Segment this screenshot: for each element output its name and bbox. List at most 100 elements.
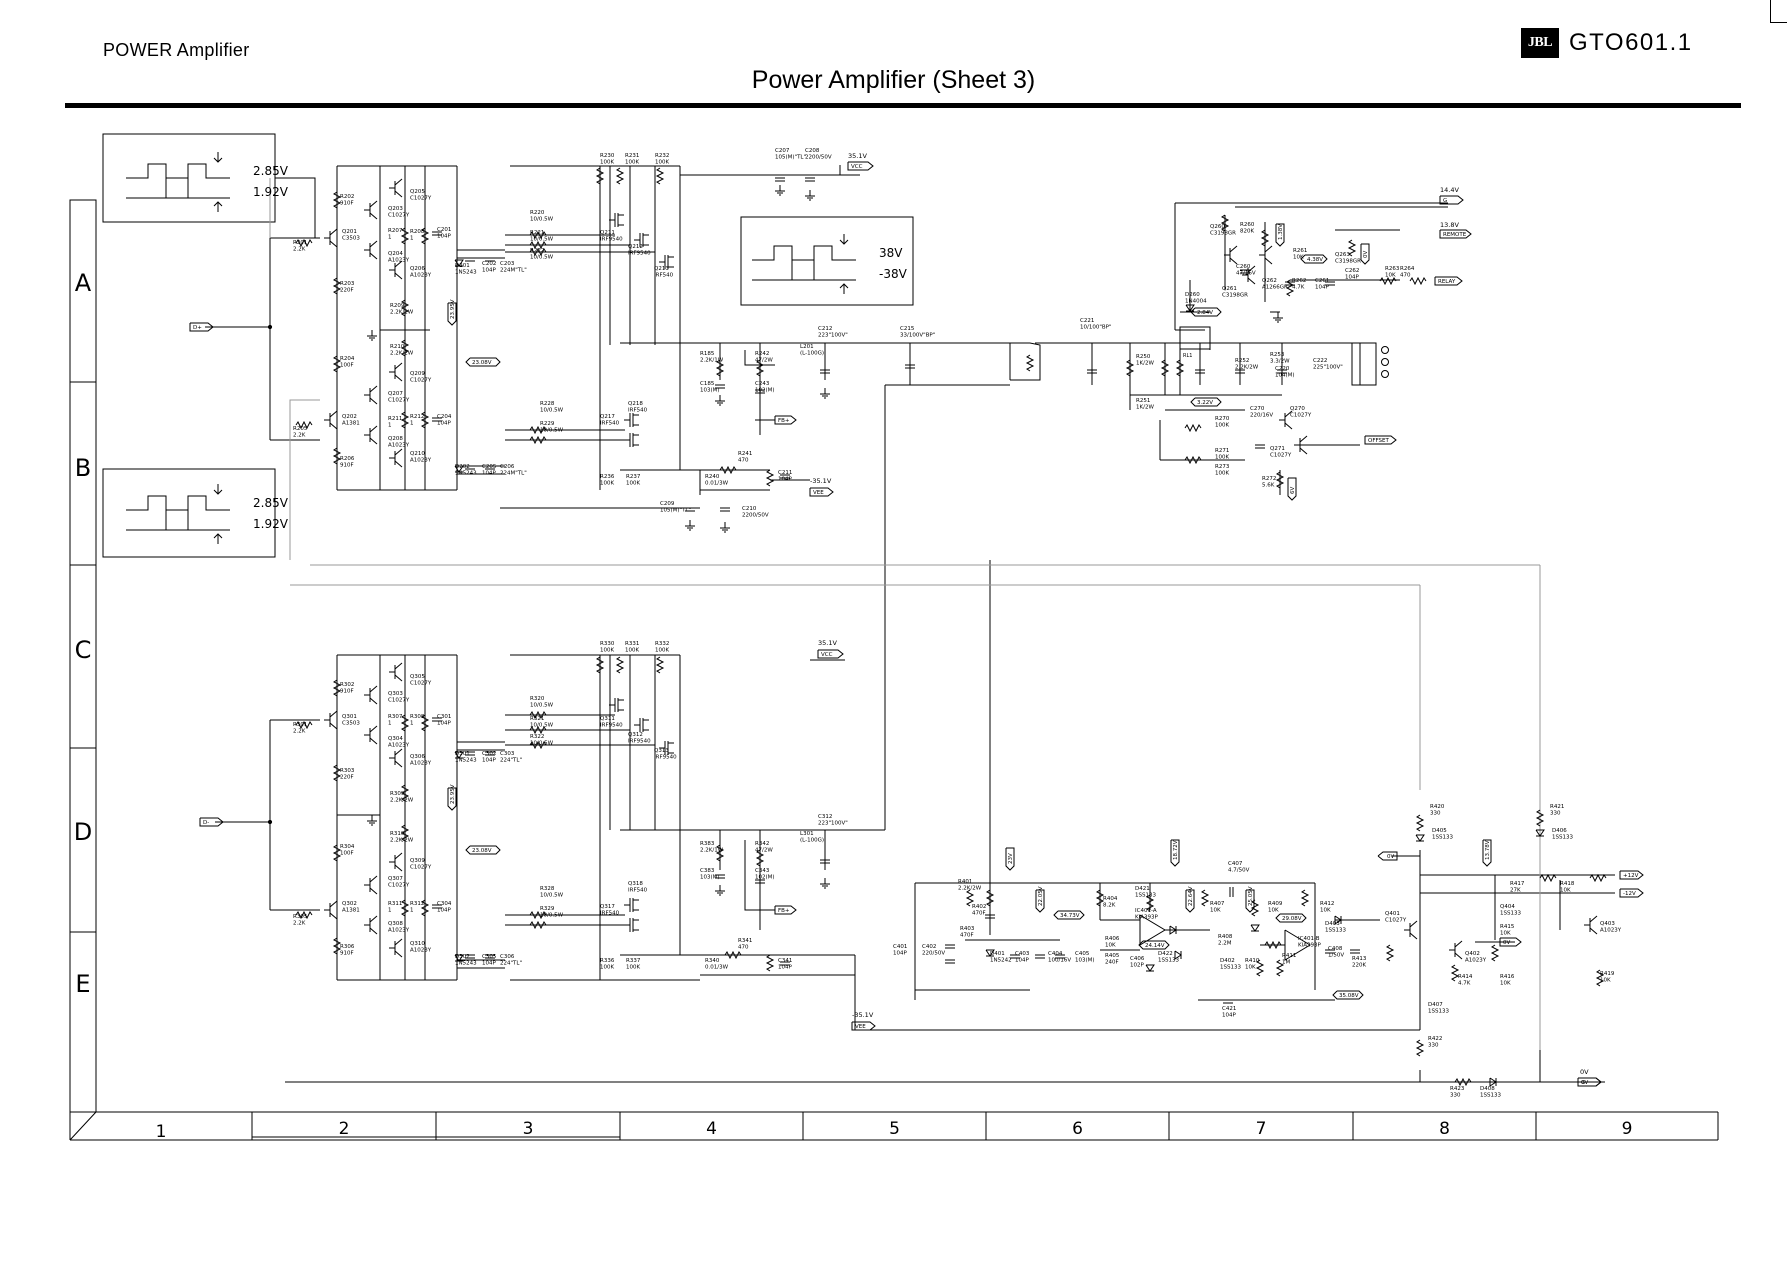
- rail-label: 35.1V: [848, 152, 867, 160]
- component-value: 103(M): [700, 388, 720, 394]
- component-ref: RL1: [1183, 353, 1192, 359]
- component-value: C3198GR: [1335, 259, 1361, 265]
- component-ref: Q401: [1385, 911, 1400, 917]
- component-value: 910F: [340, 689, 354, 695]
- port-0v-a: [1377, 851, 1398, 861]
- transistor-symbol: [394, 362, 403, 370]
- component-ref: Q301: [342, 714, 357, 720]
- component-value: 100K: [655, 648, 669, 654]
- resistor-symbol: [1285, 279, 1295, 297]
- resistor-symbol: [1450, 964, 1460, 982]
- component-ref: Q271: [1270, 446, 1285, 452]
- resistor-symbol: [1250, 899, 1260, 917]
- component-ref: C404: [1048, 951, 1063, 957]
- resistor-symbol: [295, 910, 313, 920]
- component-value: 4.7K: [1458, 981, 1471, 987]
- resistor-symbol: [985, 889, 995, 907]
- voltage-tag-text: 23V: [1008, 853, 1014, 864]
- component-value: A1023Y: [410, 458, 432, 464]
- wire: [744, 350, 775, 366]
- component-value: 1N5243: [455, 270, 477, 276]
- resistor-symbol: [400, 227, 410, 245]
- voltage-tag-text: 6V: [1290, 487, 1296, 494]
- column-label-7: 7: [1256, 1119, 1267, 1139]
- component-value: 100/16V: [1048, 958, 1071, 964]
- component-ref: IC401-A: [1135, 908, 1157, 914]
- diode-symbol: [454, 751, 464, 759]
- voltage-tag: [1053, 910, 1085, 920]
- component-value: 100K: [600, 965, 614, 971]
- component-value: 102(M): [755, 388, 775, 394]
- component-value: C1027Y: [1270, 453, 1292, 459]
- component-value: 102P: [1130, 963, 1144, 969]
- component-value: C1027Y: [388, 883, 410, 889]
- resistor-symbol: [420, 714, 430, 732]
- component-value: 10/0.5W: [530, 255, 554, 261]
- component-ref: R309: [390, 791, 405, 797]
- resistor-symbol: [295, 238, 313, 248]
- component-ref: R307: [388, 714, 403, 720]
- section-label: POWER Amplifier: [103, 40, 250, 60]
- transistor-symbol: [1299, 435, 1308, 443]
- brand-block: JBL GTO601.1: [1521, 28, 1693, 58]
- component-ref: R242: [755, 351, 769, 357]
- component-value: C1027Y: [1290, 413, 1312, 419]
- component-ref: R241: [738, 451, 752, 457]
- port-vee-2: [851, 1021, 876, 1031]
- square-wave: [126, 163, 230, 179]
- transistor-symbol: [1264, 257, 1273, 265]
- square-wave: [165, 510, 189, 531]
- component-ref: Q260: [1210, 224, 1225, 230]
- waveform-inset: [102, 468, 276, 558]
- component-ref: R311: [388, 901, 402, 907]
- component-ref: R228: [540, 401, 555, 407]
- supply-label: 14.4V: [1440, 186, 1459, 194]
- component-ref: R301: [293, 722, 307, 728]
- component-value: 105(M)"TL": [660, 508, 691, 514]
- component-ref: D408: [1480, 1086, 1495, 1092]
- transistor-symbol: [394, 448, 403, 456]
- component-ref: R411: [1282, 953, 1296, 959]
- resistor-symbol: [1415, 1039, 1425, 1057]
- component-value: 10/0.5W: [540, 913, 564, 919]
- component-ref: C341: [778, 958, 792, 964]
- diode-symbol: [1169, 925, 1177, 935]
- component-value: 100K: [1215, 455, 1229, 461]
- component-ref: R418: [1560, 881, 1575, 887]
- component-ref: C301: [437, 714, 451, 720]
- component-ref: R408: [1218, 934, 1233, 940]
- component-ref: R236: [600, 474, 615, 480]
- component-ref: R308: [410, 714, 425, 720]
- component-value: C1027Y: [410, 681, 432, 687]
- column-label-1: 1: [156, 1122, 167, 1142]
- component-ref: R413: [1352, 956, 1367, 962]
- waveform-inset: [740, 216, 914, 306]
- component-ref: R305: [293, 914, 308, 920]
- component-value: 1SS133: [1325, 928, 1346, 934]
- transistor-symbol: [1229, 245, 1238, 253]
- transistor-symbol: [369, 425, 378, 433]
- component-value: C3503: [342, 721, 360, 727]
- component-value: 27K: [1510, 888, 1521, 894]
- component-value: 104P: [778, 965, 792, 971]
- component-value: 104P: [1222, 1013, 1236, 1019]
- component-value: 100K: [626, 965, 640, 971]
- measure-arrow: [213, 157, 223, 163]
- measure-arrow: [213, 489, 223, 495]
- waveform-high-value: 2.85V: [253, 496, 289, 510]
- component-ref: R264: [1400, 266, 1415, 272]
- component-value: IRF9540: [600, 723, 623, 729]
- component-ref: Q403: [1600, 921, 1615, 927]
- component-ref: R328: [540, 886, 555, 892]
- resistor-symbol: [1145, 894, 1155, 912]
- component-ref: Q305: [410, 674, 425, 680]
- component-value: C3503: [342, 236, 360, 242]
- corner-mark: [1770, 22, 1787, 23]
- port-vcc-text: VCC: [851, 164, 863, 170]
- component-value: 104P: [482, 268, 496, 274]
- component-ref: R207: [388, 228, 403, 234]
- component-ref: R422: [1428, 1036, 1442, 1042]
- component-value: A1023Y: [410, 948, 432, 954]
- diode-symbol: [1145, 964, 1155, 972]
- component-ref: C405: [1075, 951, 1090, 957]
